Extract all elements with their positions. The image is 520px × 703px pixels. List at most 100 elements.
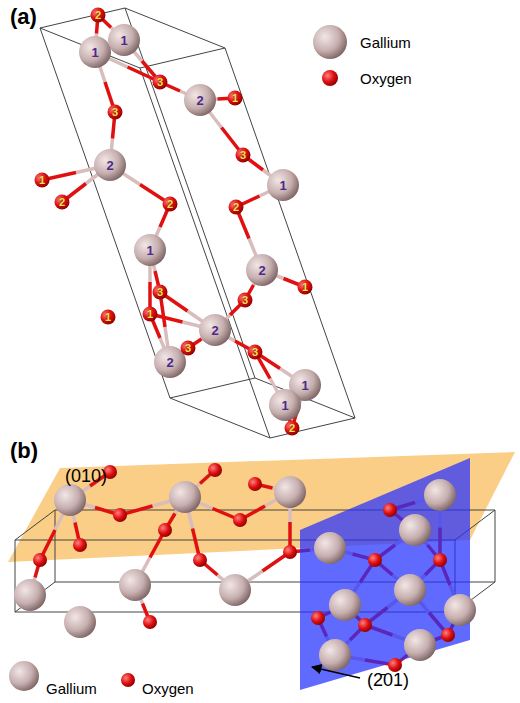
callout-number: 2 <box>211 324 218 337</box>
oxygen-atom <box>311 611 325 625</box>
plane-label: (010) <box>62 466 110 486</box>
callout-number: 1 <box>91 46 98 59</box>
oxygen-atom <box>33 553 47 567</box>
oxygen-atom <box>158 523 172 537</box>
oxygen-atom <box>441 628 455 642</box>
oxygen-atom <box>368 553 382 567</box>
callout-number: 1 <box>232 93 238 104</box>
oxygen-atom <box>229 200 244 215</box>
callout-number: 3 <box>112 107 118 118</box>
gallium-atom <box>314 532 346 564</box>
oxygen-atom <box>283 545 297 559</box>
gallium-atom <box>399 514 431 546</box>
gallium-atom <box>267 169 299 201</box>
oxygen-atom <box>358 618 372 632</box>
callout-number: 3 <box>242 295 248 306</box>
gallium-atom <box>54 484 86 516</box>
callout-number: 3 <box>157 77 163 88</box>
oxygen-atom <box>388 658 402 672</box>
gallium-atom <box>119 569 151 601</box>
oxygen-atom <box>383 503 397 517</box>
callout-number: 2 <box>233 202 239 213</box>
oxygen-atom <box>236 148 251 163</box>
leader-arrow <box>312 667 360 678</box>
oxygen-atom <box>228 91 243 106</box>
oxygen-atom <box>55 195 70 210</box>
callout-number: 2 <box>258 264 265 277</box>
gallium-atom <box>424 479 456 511</box>
unit-cell <box>40 8 355 438</box>
callout-number: 3 <box>185 343 191 354</box>
oxygen-atom <box>101 310 116 325</box>
oxygen-atom <box>91 8 106 23</box>
legend-text: Oxygen <box>360 71 412 86</box>
oxygen-atom <box>208 463 222 477</box>
callout-number: 1 <box>39 175 45 186</box>
legend-sample <box>322 70 338 86</box>
legend-text: Gallium <box>46 681 97 696</box>
callout-number: 1 <box>302 282 308 293</box>
callout-number: 2 <box>59 197 65 208</box>
callout-number: 2 <box>95 10 101 21</box>
plane-label: (2̄01) <box>364 670 412 690</box>
callout-number: 3 <box>157 287 163 298</box>
gallium-atom <box>274 476 306 508</box>
callout-number: 1 <box>105 312 111 323</box>
oxygen-atom <box>238 293 253 308</box>
oxygen-atom <box>35 173 50 188</box>
legend-text: Gallium <box>360 35 411 50</box>
oxygen-atom <box>108 105 123 120</box>
callout-number: 2 <box>167 199 173 210</box>
callout-number: 1 <box>281 399 288 412</box>
gallium-atom <box>444 594 476 626</box>
oxygen-atom <box>153 285 168 300</box>
gallium-atom <box>394 574 426 606</box>
oxygen-atom <box>248 477 262 491</box>
legend-sample <box>313 25 347 59</box>
gallium-atom <box>329 589 361 621</box>
panel-label: (b) <box>10 440 38 462</box>
oxygen-atom <box>163 197 178 212</box>
callout-number: 3 <box>240 150 246 161</box>
oxygen-atom <box>298 280 313 295</box>
gallium-atom <box>219 574 251 606</box>
callout-number: 2 <box>106 159 113 172</box>
callout-number: 1 <box>147 309 153 320</box>
gallium-atom <box>64 606 96 638</box>
plane-201 <box>300 458 470 690</box>
gallium-atom <box>14 579 46 611</box>
oxygen-atom <box>181 341 196 356</box>
legend-sample <box>9 661 39 691</box>
callout-number: 1 <box>301 379 308 392</box>
gallium-atom <box>169 481 201 513</box>
gallium-atom <box>246 254 278 286</box>
callout-number: 3 <box>252 347 258 358</box>
oxygen-atom <box>73 538 87 552</box>
oxygen-atom <box>233 513 247 527</box>
oxygen-atom <box>153 75 168 90</box>
legend-text: Oxygen <box>142 681 194 696</box>
callout-number: 1 <box>146 244 153 257</box>
oxygen-atom <box>248 345 263 360</box>
callout-number: 2 <box>196 94 203 107</box>
callout-number: 2 <box>166 356 173 369</box>
gallium-atom <box>94 149 126 181</box>
oxygen-atom <box>285 421 300 436</box>
panel-label: (a) <box>10 6 37 28</box>
gallium-atom <box>108 24 140 56</box>
oxygen-atom <box>113 508 127 522</box>
gallium-atom <box>134 234 166 266</box>
legend-sample <box>121 673 135 687</box>
gallium-atom <box>199 314 231 346</box>
oxygen-atom <box>193 553 207 567</box>
oxygen-atom <box>433 553 447 567</box>
oxygen-atom <box>143 307 158 322</box>
oxygen-atom <box>143 615 157 629</box>
gallium-atom <box>79 36 111 68</box>
callout-number: 1 <box>120 34 127 47</box>
gallium-atom <box>319 639 351 671</box>
gallium-atom <box>184 84 216 116</box>
callout-number: 1 <box>279 179 286 192</box>
